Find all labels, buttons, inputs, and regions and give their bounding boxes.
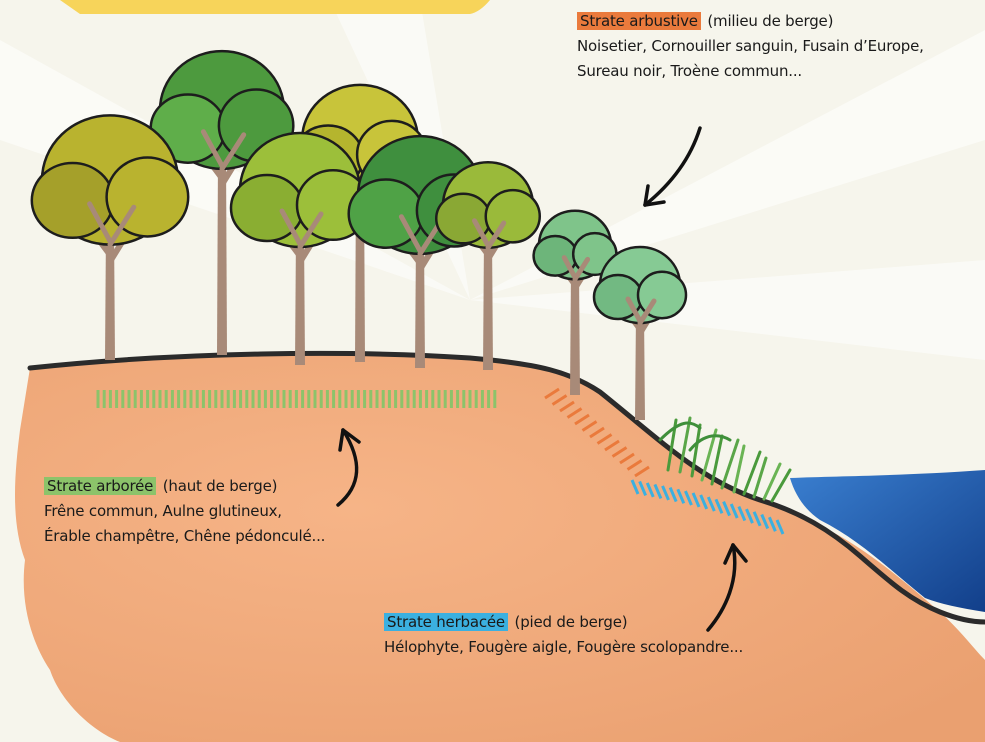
arboree-species-line2: Érable champêtre, Chêne pédonculé... xyxy=(44,527,325,545)
arboree-label: Strate arborée (haut de berge) Frêne com… xyxy=(44,474,325,549)
arbustive-label: Strate arbustive (milieu de berge) Noise… xyxy=(577,9,924,84)
arbustive-species-line1: Noisetier, Cornouiller sanguin, Fusain d… xyxy=(577,37,924,55)
arboree-qualifier: (haut de berge) xyxy=(163,477,277,495)
arbustive-qualifier: (milieu de berge) xyxy=(707,12,833,30)
arboree-species-line1: Frêne commun, Aulne glutineux, xyxy=(44,502,282,520)
herbacee-qualifier: (pied de berge) xyxy=(515,613,628,631)
tree xyxy=(436,162,540,370)
tree xyxy=(594,247,686,420)
arboree-tag: Strate arborée xyxy=(44,477,156,495)
herbacee-species-line1: Hélophyte, Fougère aigle, Fougère scolop… xyxy=(384,638,743,656)
top-banner-edge xyxy=(60,0,490,14)
herbacee-tag: Strate herbacée xyxy=(384,613,508,631)
tree xyxy=(32,115,188,360)
herbacee-label: Strate herbacée (pied de berge) Hélophyt… xyxy=(384,610,743,660)
arbustive-species-line2: Sureau noir, Troène commun... xyxy=(577,62,802,80)
arbustive-tag: Strate arbustive xyxy=(577,12,701,30)
